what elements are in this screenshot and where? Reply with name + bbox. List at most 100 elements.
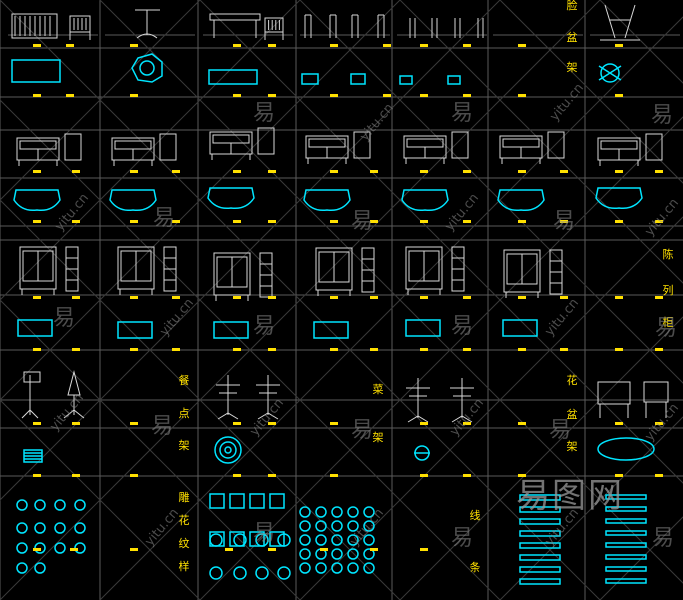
brand-watermark: 易图网 [516, 476, 624, 516]
molding-strip [519, 566, 561, 573]
rosette [209, 566, 223, 580]
sideboard-drawer [600, 140, 638, 150]
marker [130, 474, 138, 477]
carved-motif [74, 522, 86, 534]
marker [615, 170, 623, 173]
furniture-plans [11, 53, 655, 585]
marker [420, 474, 428, 477]
label-char: 条 [469, 561, 481, 574]
molding-strip [605, 578, 647, 584]
marker [268, 474, 276, 477]
rosette [277, 566, 291, 580]
diag-line [499, 416, 683, 600]
marker [172, 348, 180, 351]
carved-tile [269, 493, 285, 509]
label-char: 架 [372, 431, 384, 444]
label-char: 花 [566, 374, 578, 387]
side-chair [257, 127, 275, 155]
sideboard-plan [401, 189, 449, 212]
marker [72, 474, 80, 477]
sideboard-drawer [502, 138, 540, 148]
marker [33, 474, 41, 477]
basin-rod [598, 65, 622, 81]
table-base [136, 33, 158, 39]
diag-line [0, 0, 501, 501]
label-flower-stand: 花 盆 架 [565, 375, 579, 453]
molding-strip [605, 542, 647, 548]
marker [518, 44, 526, 47]
label-char: 雕 [178, 491, 190, 504]
marker [233, 422, 241, 425]
marker [70, 548, 78, 551]
cabinet-body [405, 246, 443, 290]
marker [463, 220, 471, 223]
marker [233, 296, 241, 299]
flower-table [643, 381, 669, 403]
marker [370, 220, 378, 223]
marker [130, 44, 138, 47]
marker [463, 296, 471, 299]
marker [420, 348, 428, 351]
marker [33, 422, 41, 425]
marker [463, 170, 471, 173]
stand-base [257, 412, 279, 420]
cabinet-plan [117, 321, 153, 339]
desk-top [209, 13, 261, 21]
rosette [255, 533, 269, 547]
carved-motif [16, 522, 28, 534]
marker [615, 44, 623, 47]
molding-strip [605, 554, 647, 560]
stool-plan [447, 75, 461, 85]
diag-line [399, 0, 683, 284]
stool-plan [399, 75, 413, 85]
marker [233, 94, 241, 97]
stool-plan [350, 73, 366, 85]
marker [518, 296, 526, 299]
carved-motif [54, 522, 66, 534]
label-moldings: 线 条 [468, 510, 482, 574]
label-char: 线 [469, 509, 481, 522]
stand-plan [214, 436, 242, 464]
diag-line [0, 99, 501, 600]
marker [370, 296, 378, 299]
carved-motif [363, 548, 375, 560]
side-chair [645, 133, 663, 161]
marker [130, 170, 138, 173]
marker [130, 220, 138, 223]
desk-plan [208, 69, 258, 85]
carved-motif [331, 506, 343, 518]
diag-line [0, 0, 301, 301]
marker [560, 348, 568, 351]
cabinet-plan [502, 319, 538, 337]
molding-strip [519, 518, 561, 525]
rosette [209, 533, 223, 547]
carved-motif [331, 520, 343, 532]
label-char: 点 [178, 407, 190, 420]
carved-motif [34, 522, 46, 534]
label-char: 架 [566, 61, 578, 74]
marker [560, 296, 568, 299]
marker [655, 348, 663, 351]
marker [518, 170, 526, 173]
marker [615, 474, 623, 477]
furniture-elevations [11, 4, 669, 423]
label-char: 脸 [566, 0, 578, 12]
marker [420, 296, 428, 299]
label-basin-stand: 脸 盆 架 [565, 0, 579, 74]
marker [655, 422, 663, 425]
marker [615, 348, 623, 351]
chair-back [264, 17, 284, 33]
carved-motif [331, 534, 343, 546]
cabinet-plan [313, 321, 349, 339]
marker [66, 94, 74, 97]
marker [130, 548, 138, 551]
molding-strip [519, 530, 561, 537]
cabinet-body [503, 249, 541, 293]
carved-motif [54, 499, 66, 511]
label-char: 盆 [566, 408, 578, 421]
marker [33, 94, 41, 97]
basin-stand [600, 4, 640, 41]
marker [560, 220, 568, 223]
